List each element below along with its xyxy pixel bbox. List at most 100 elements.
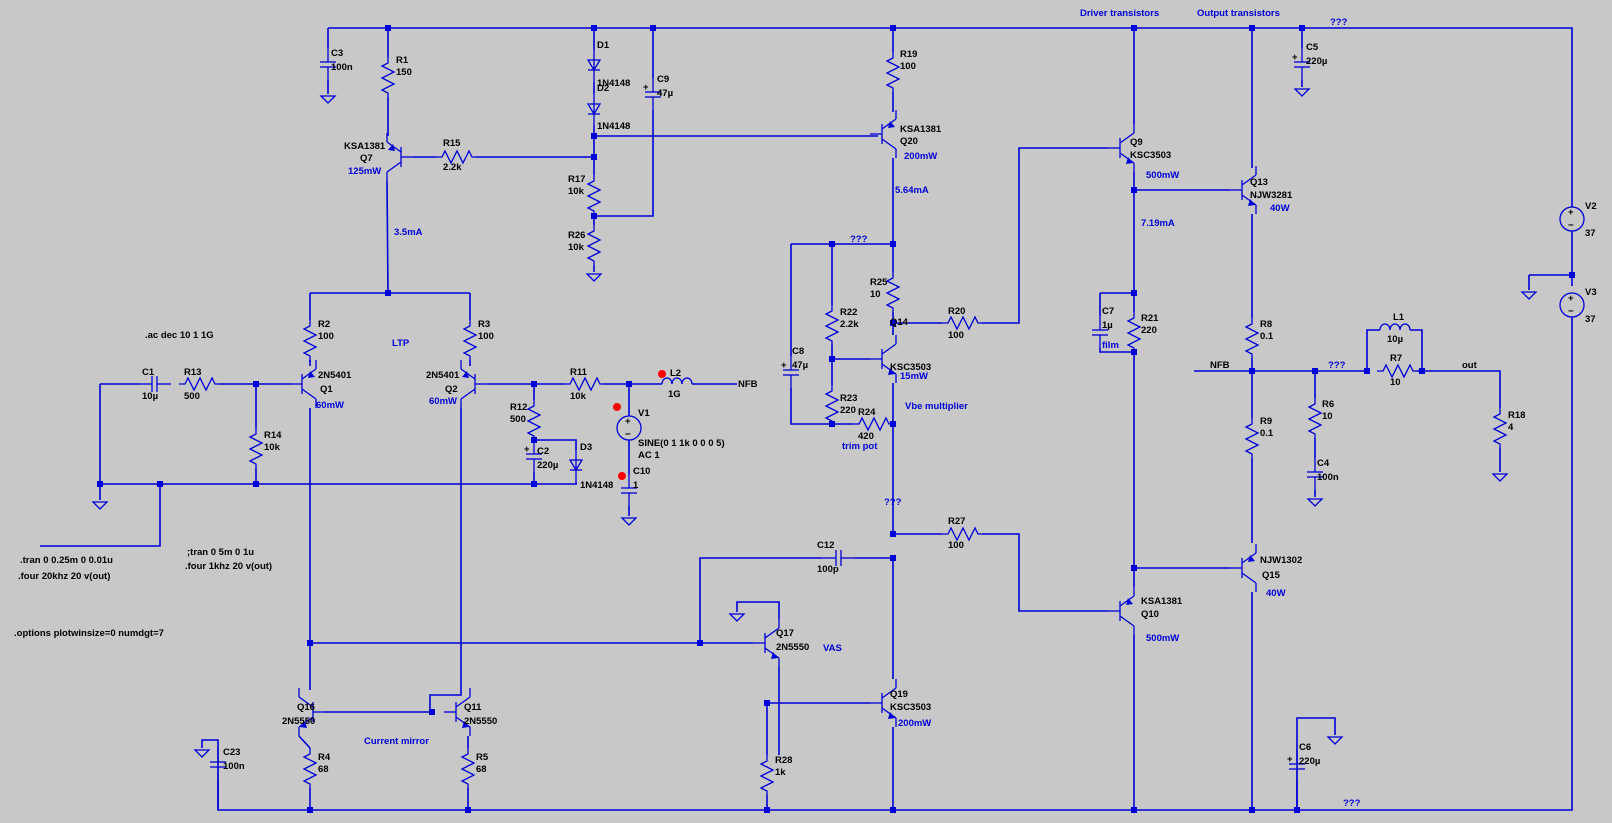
transistor-q7 xyxy=(386,133,413,181)
junction-dot xyxy=(1299,25,1305,31)
component-value: 220µ xyxy=(537,460,558,471)
component-value: 4 xyxy=(1508,422,1514,433)
polarity: + xyxy=(1292,52,1298,63)
component-value: 47µ xyxy=(792,360,808,371)
component-ref: R24 xyxy=(858,407,876,418)
resistor-r9 xyxy=(1244,418,1260,458)
junction-dot xyxy=(429,709,435,715)
resistor-r28 xyxy=(759,755,775,795)
junction-dot xyxy=(531,437,537,443)
junction-dot xyxy=(253,381,259,387)
junction-dot xyxy=(829,356,835,362)
inductor-l1 xyxy=(1379,323,1411,331)
component-ref: D1 xyxy=(597,40,610,51)
component-ref: Q19 xyxy=(890,689,908,700)
junction-dot xyxy=(626,381,632,387)
capacitor-c23 xyxy=(210,748,226,780)
junction-dot xyxy=(1131,565,1137,571)
polarity: + xyxy=(781,360,787,371)
component-ref: R21 xyxy=(1141,313,1159,324)
power-label: 500mW xyxy=(1146,170,1179,181)
junction-dot xyxy=(97,481,103,487)
component-ref: C1 xyxy=(142,367,155,378)
components xyxy=(91,48,1585,795)
polarity: + xyxy=(1568,293,1574,304)
component-value: 100 xyxy=(948,330,964,341)
wires xyxy=(40,27,1573,811)
spice-directive: .options plotwinsize=0 numdgt=7 xyxy=(14,628,164,639)
component-ref: R3 xyxy=(478,319,490,330)
transistor-q17 xyxy=(753,619,780,667)
junction-dot xyxy=(531,381,537,387)
capacitor-c7 xyxy=(1092,316,1108,348)
component-ref: R5 xyxy=(476,752,489,763)
section-label: Vbe multiplier xyxy=(905,401,968,412)
resistor-r8 xyxy=(1244,318,1260,358)
current-label: 5.64mA xyxy=(895,185,929,196)
transistor-model: KSA1381 xyxy=(1141,596,1183,607)
component-ref: Q13 xyxy=(1250,177,1268,188)
component-ref: C2 xyxy=(537,446,549,457)
spice-directive: .tran 0 0.25m 0 0.01u xyxy=(20,555,113,566)
ground-symbol xyxy=(1306,498,1324,507)
component-value: 10µ xyxy=(1387,334,1403,345)
probe-marker xyxy=(658,370,666,378)
resistor-r4 xyxy=(302,748,318,788)
polarity: + xyxy=(625,416,631,427)
component-ref: R22 xyxy=(840,307,857,318)
component-ref: R20 xyxy=(948,306,965,317)
junction-dot xyxy=(1131,349,1137,355)
transistor-model: 2N5550 xyxy=(464,716,497,727)
resistor-r19 xyxy=(885,52,901,92)
component-value: 500 xyxy=(510,414,526,425)
transistor-q20 xyxy=(870,110,897,158)
unknown-label: ??? xyxy=(1343,798,1361,809)
ground-symbol xyxy=(585,273,603,282)
capacitor-c12 xyxy=(822,550,855,566)
component-value: 10k xyxy=(264,442,281,453)
junction-dot xyxy=(307,640,313,646)
junction-dot xyxy=(1249,368,1255,374)
junction-dot xyxy=(1364,368,1370,374)
transistor-model: 2N5550 xyxy=(282,716,315,727)
junction-dot xyxy=(764,700,770,706)
power-label: 500mW xyxy=(1146,633,1179,644)
power-label: 200mW xyxy=(898,718,931,729)
component-value: 10k xyxy=(568,186,585,197)
junction-dot xyxy=(890,555,896,561)
component-value: 1G xyxy=(668,389,681,400)
junction-dot xyxy=(1131,290,1137,296)
capacitor-c6 xyxy=(1289,750,1305,782)
transistor-model: KSA1381 xyxy=(344,141,386,152)
component-value: 0.1 xyxy=(1260,331,1274,342)
power-label: 60mW xyxy=(429,396,457,407)
junction-dot xyxy=(890,25,896,31)
component-ref: V3 xyxy=(1585,287,1597,298)
component-ref: C8 xyxy=(792,346,804,357)
transistor-q15 xyxy=(1230,544,1257,592)
spice-directive: .ac dec 10 1 1G xyxy=(145,330,214,341)
polarity: + xyxy=(524,444,530,455)
junction-dot xyxy=(1249,807,1255,813)
component-value: 2.2k xyxy=(840,319,859,330)
polarity: − xyxy=(1568,306,1574,317)
transistor-q1 xyxy=(290,360,317,408)
probe-marker xyxy=(618,472,626,480)
component-value: 68 xyxy=(318,764,329,775)
resistor-r15 xyxy=(436,149,476,165)
net-label: NFB xyxy=(738,379,758,390)
component-ref: R11 xyxy=(570,367,588,378)
component-ref: C4 xyxy=(1317,458,1330,469)
component-value: 1N4148 xyxy=(597,78,630,89)
ground-symbol xyxy=(1520,291,1538,300)
transistor-model: KSC3503 xyxy=(890,702,931,713)
polarity: − xyxy=(1568,220,1574,231)
component-ref: Q10 xyxy=(1141,609,1159,620)
unknown-label: ??? xyxy=(850,234,868,245)
inductor-l2 xyxy=(661,377,693,385)
component-value: 37 xyxy=(1585,314,1596,325)
component-value: 100 xyxy=(900,61,916,72)
unknown-label: ??? xyxy=(1328,360,1346,371)
junction-dot xyxy=(890,421,896,427)
component-value: 100p xyxy=(817,564,839,575)
